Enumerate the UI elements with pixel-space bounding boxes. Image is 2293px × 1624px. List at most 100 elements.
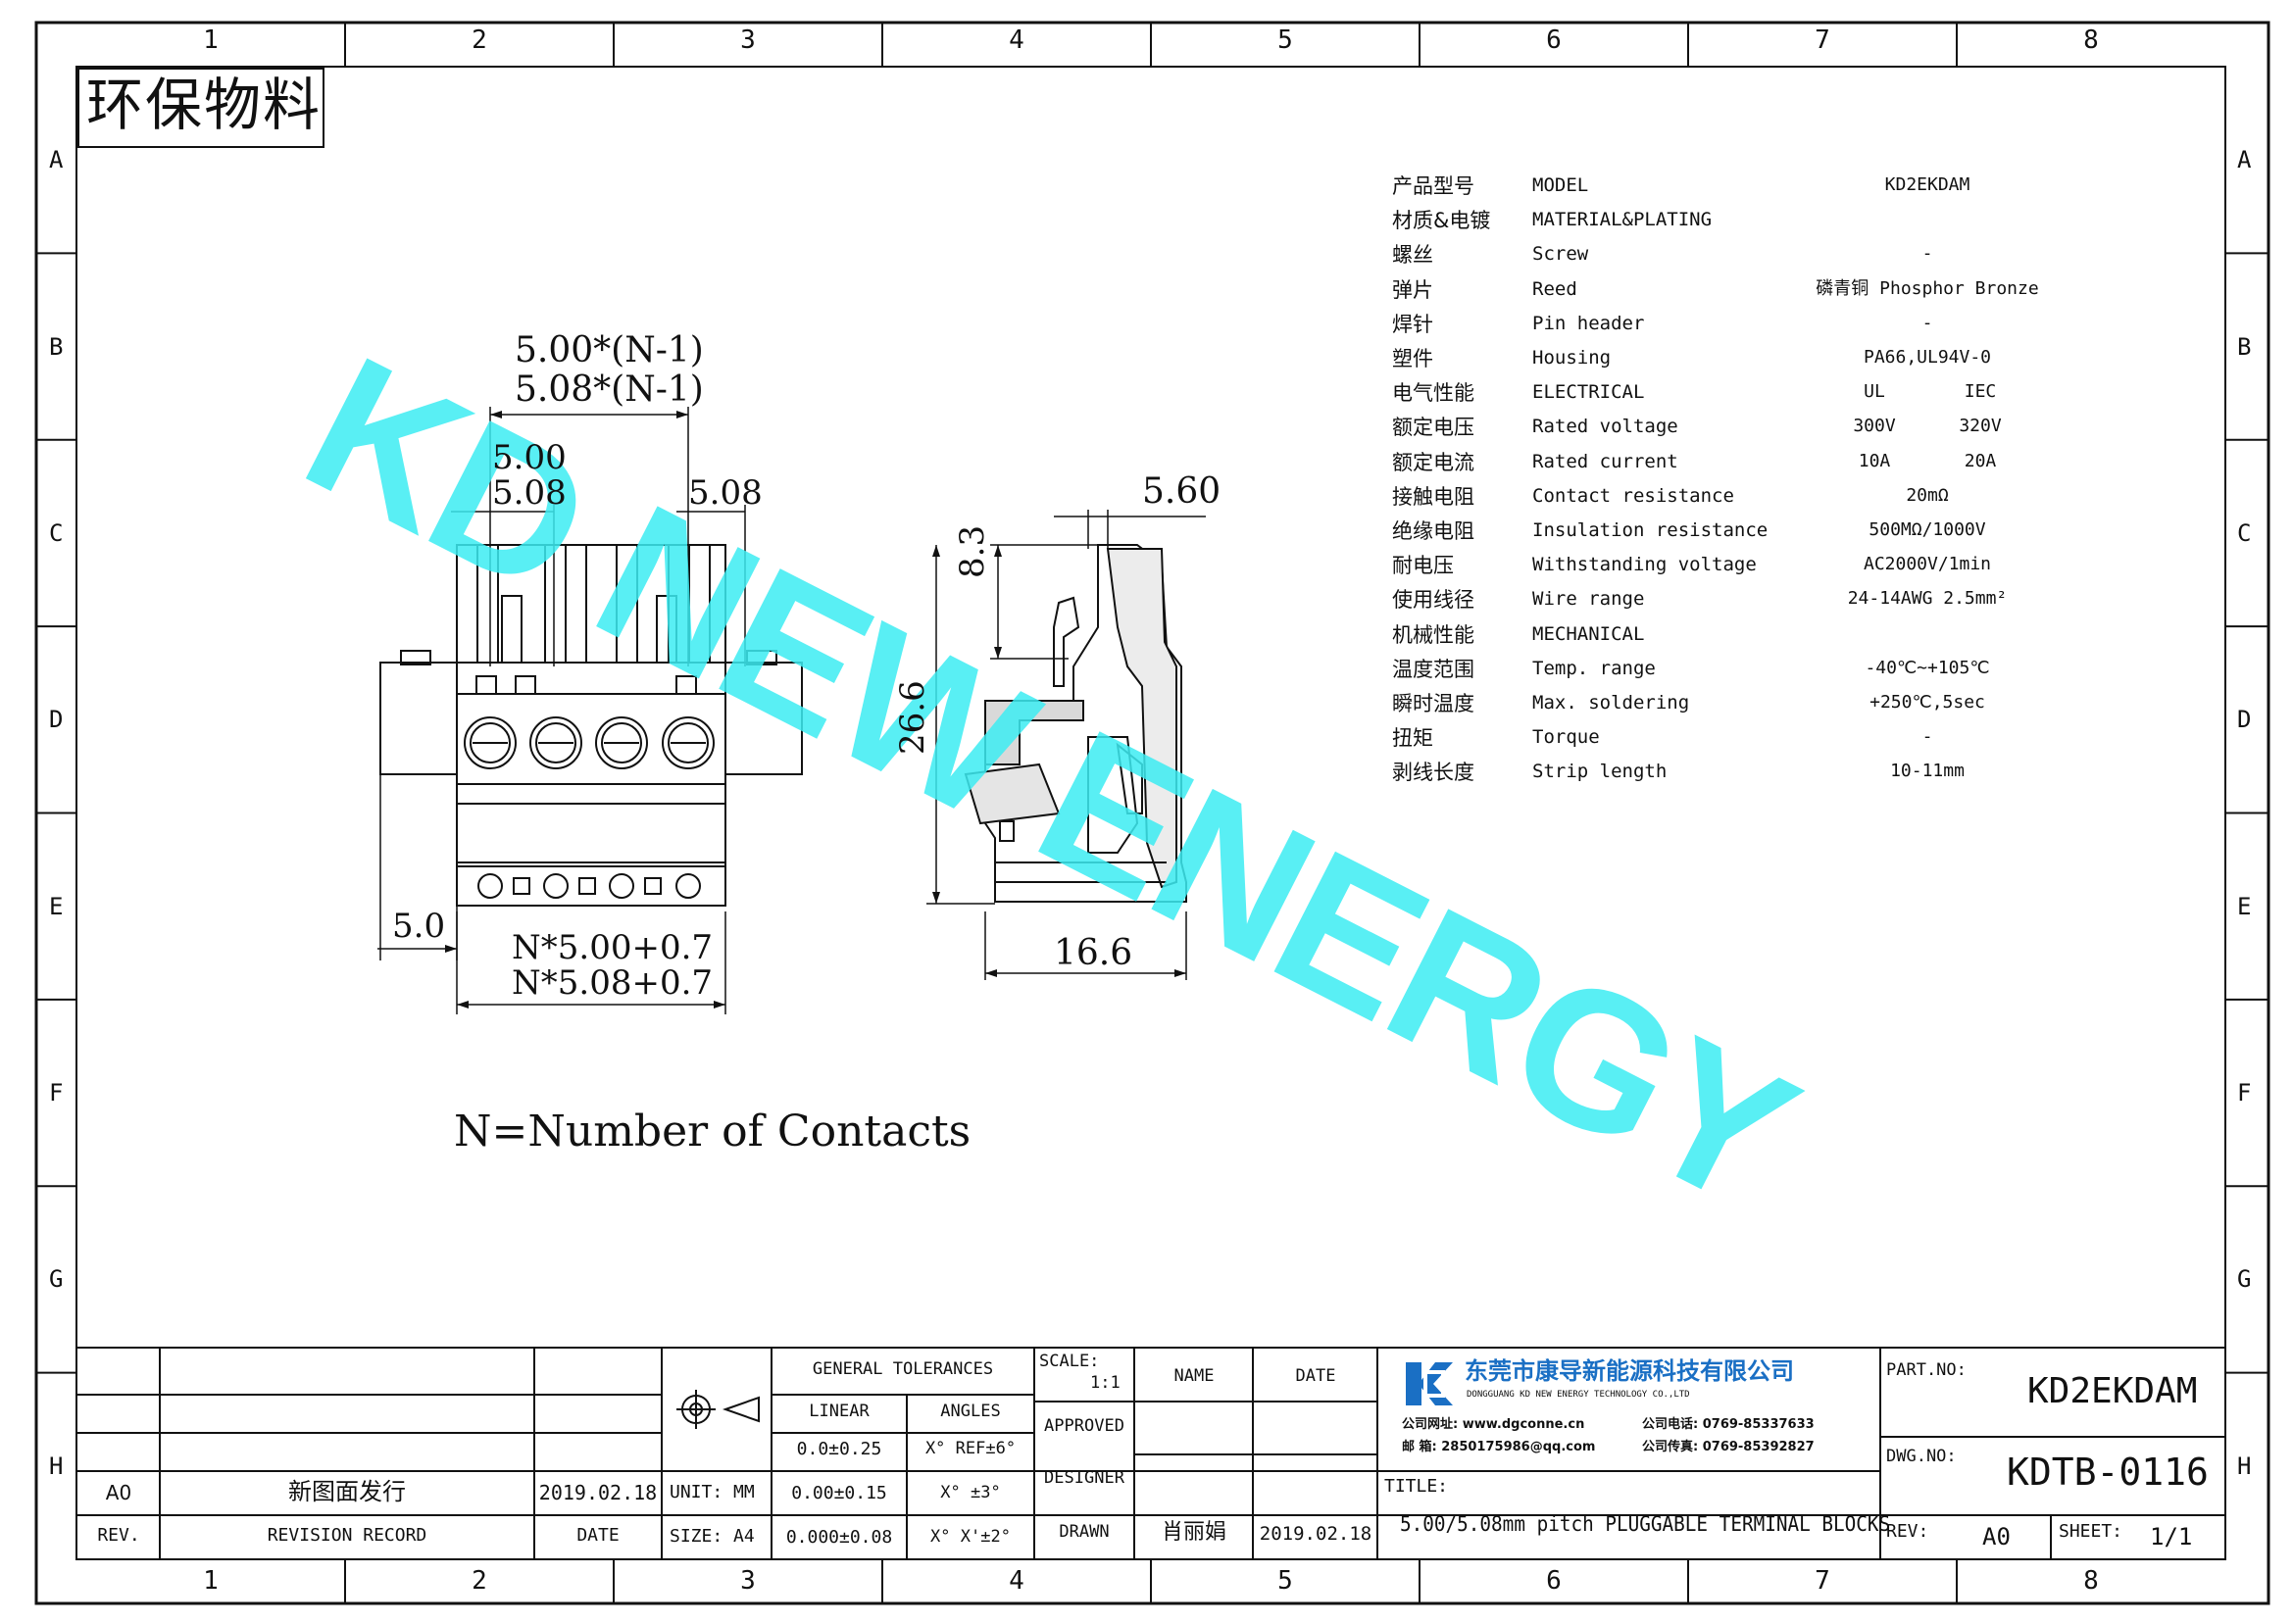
unit-label: UNIT: MM [670, 1482, 755, 1502]
spec-label-en: MATERIAL&PLATING [1532, 209, 1713, 231]
drawing-title: 5.00/5.08mm pitch PLUGGABLE TERMINAL BLO… [1400, 1512, 1891, 1536]
spec-value-iec: IEC [1964, 381, 1997, 403]
frame-column-top-8: 8 [2083, 25, 2099, 55]
frame-row-right-E: E [2237, 892, 2252, 920]
frame-column-top-4: 4 [1009, 25, 1024, 55]
frame-column-top-6: 6 [1546, 25, 1562, 55]
frame-row-left-G: G [49, 1265, 64, 1294]
spec-label-cn: 绝缘电阻 [1392, 519, 1474, 543]
spec-label-cn: 额定电压 [1392, 416, 1474, 440]
frame-row-left-F: F [49, 1079, 64, 1107]
dim-pitch-508: 5.08*(N-1) [515, 369, 704, 410]
spec-label-cn: 额定电流 [1392, 450, 1474, 474]
size-label: SIZE: A4 [670, 1526, 755, 1547]
frame-row-right-G: G [2237, 1265, 2252, 1294]
spec-value-ul: UL [1864, 381, 1885, 403]
tolerance-linear-3: 0.000±0.08 [785, 1527, 893, 1548]
frame-column-bottom-1: 1 [203, 1566, 219, 1596]
company-logo-icon [1406, 1362, 1453, 1405]
spec-label-cn: 瞬时温度 [1392, 692, 1474, 715]
dim-side-height: 26.6 [893, 680, 932, 755]
screw-head [662, 716, 715, 769]
tolerance-angle-3: X° X'±2° [930, 1527, 1011, 1547]
company-name-cn: 东莞市康导新能源科技有限公司 [1465, 1357, 1794, 1385]
spec-label-en: Screw [1532, 243, 1589, 266]
frame-row-right-C: C [2237, 518, 2252, 547]
dim-total-500: N*5.00+0.7 [512, 928, 714, 967]
screw-head [535, 722, 576, 763]
dwg-no-value: KDTB-0116 [2007, 1451, 2209, 1494]
spec-label-en: Reed [1532, 277, 1577, 300]
spec-value: 500MΩ/1000V [1869, 519, 1986, 540]
frame-column-top-2: 2 [472, 25, 487, 55]
part-no-label: PART.NO: [1886, 1360, 1967, 1380]
dim-left-508: 5.08 [492, 473, 567, 513]
frame-row-left-C: C [49, 518, 64, 547]
frame-column-bottom-5: 5 [1277, 1566, 1293, 1596]
screw-head [464, 716, 517, 769]
frame-row-right-A: A [2237, 146, 2252, 174]
tolerance-angle-2: X° ±3° [940, 1483, 1001, 1502]
spec-value: - [1921, 726, 1933, 748]
spec-value: +250℃,5sec [1869, 692, 1985, 713]
spec-label-cn: 电气性能 [1392, 381, 1474, 406]
drawn-name: 肖丽娟 [1161, 1520, 1227, 1545]
frame-row-left-B: B [49, 332, 64, 361]
spec-label-en: Contact resistance [1532, 484, 1734, 507]
front-view [379, 544, 803, 907]
spec-label-cn: 接触电阻 [1392, 484, 1474, 509]
drawn-label: DRAWN [1059, 1522, 1110, 1542]
scale-label: SCALE: [1039, 1352, 1100, 1371]
dim-side-depth: 16.6 [1054, 933, 1133, 973]
dim-left-500: 5.00 [492, 438, 567, 477]
spec-value: -40℃~+105℃ [1865, 657, 1990, 678]
frame-row-left-D: D [49, 706, 64, 734]
company-website: 公司网址: www.dgconne.cn [1402, 1417, 1585, 1432]
screw-head [529, 716, 582, 769]
spec-label-cn: 扭矩 [1392, 726, 1433, 751]
spec-label-en: Insulation resistance [1532, 519, 1769, 541]
rev-a0: A0 [105, 1481, 132, 1504]
spec-value: 20mΩ [1906, 484, 1949, 506]
screw-head [668, 722, 709, 763]
frame-row-left-H: H [49, 1452, 64, 1480]
spec-label-cn: 材质&电镀 [1392, 209, 1491, 233]
company-fax: 公司传真: 0769-85392827 [1642, 1440, 1815, 1454]
frame-column-top-7: 7 [1815, 25, 1830, 55]
side-view [964, 544, 1187, 903]
spec-label-cn: 弹片 [1392, 277, 1433, 302]
revision-record-label: REVISION RECORD [267, 1525, 427, 1546]
sheet-value: 1/1 [2150, 1523, 2193, 1550]
spec-value: - [1921, 243, 1933, 265]
spec-label-en: Wire range [1532, 588, 1645, 611]
projection-symbol [676, 1390, 760, 1429]
eco-material-stamp: 环保物料 [86, 72, 323, 138]
company-phone: 公司电话: 0769-85337633 [1642, 1417, 1815, 1432]
spec-value: AC2000V/1min [1863, 554, 1992, 575]
company-name-en: DONGGUANG KD NEW ENERGY TECHNOLOGY CO.,L… [1467, 1390, 1690, 1400]
spec-label-cn: 剥线长度 [1392, 761, 1474, 785]
part-no-value: KD2EKDAM [2027, 1371, 2198, 1411]
dimension-lines [377, 407, 1206, 1014]
spec-label-cn: 使用线径 [1392, 588, 1474, 613]
screw-head [470, 722, 511, 763]
pin-hole [477, 873, 503, 899]
pin-slot [644, 877, 662, 895]
sheet-label: SHEET: [2059, 1521, 2123, 1542]
spec-label-cn: 塑件 [1392, 347, 1433, 370]
title-block-grid [76, 1347, 2225, 1559]
dim-side-top: 5.60 [1142, 471, 1221, 512]
dwg-no-label: DWG.NO: [1886, 1447, 1957, 1466]
contacts-note: N=Number of Contacts [454, 1107, 972, 1156]
spec-value-ul: 300V [1853, 416, 1896, 437]
spec-label-en: Pin header [1532, 312, 1645, 334]
rev-label-2: REV: [1886, 1521, 1929, 1542]
company-email: 邮 箱: 2850175986@qq.com [1402, 1440, 1596, 1454]
linear-label: LINEAR [809, 1402, 870, 1421]
tolerance-angle-1: X° REF±6° [924, 1439, 1017, 1458]
spec-value: 24-14AWG 2.5mm² [1847, 588, 2008, 610]
spec-label-cn: 焊针 [1392, 312, 1433, 336]
spec-value: 磷青铜 Phosphor Bronze [1816, 277, 2039, 299]
